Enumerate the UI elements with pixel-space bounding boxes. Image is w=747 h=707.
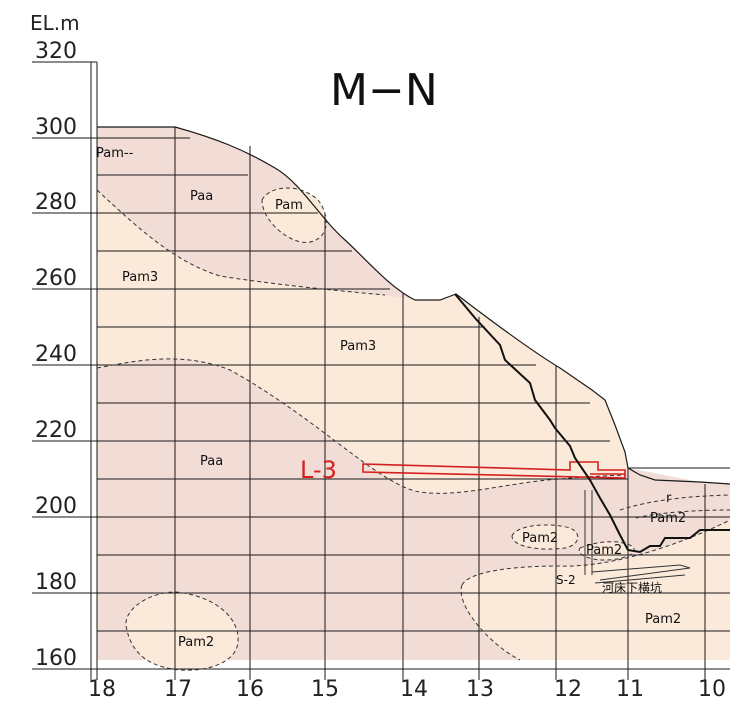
ground-surface-line xyxy=(97,126,731,485)
station-label-12: 12 xyxy=(554,677,582,702)
elev-label-200: 200 xyxy=(35,494,77,519)
station-label-14: 14 xyxy=(400,677,428,702)
layer-label-paa-lower: Paa xyxy=(200,454,223,469)
lower-adit xyxy=(584,490,691,584)
layer-label-pam2-right: Pam2 xyxy=(650,511,686,526)
station-label-10: 10 xyxy=(698,677,726,702)
elev-label-320: 320 xyxy=(35,39,77,64)
layer-label-pam-top: Pam-- xyxy=(96,146,134,161)
station-label-11: 11 xyxy=(616,677,644,702)
river-adit-label: 河床下横坑 xyxy=(602,580,662,595)
layer-label-r: r xyxy=(666,491,672,506)
geologic-boundaries xyxy=(96,187,731,671)
elev-label-260: 260 xyxy=(35,266,77,291)
section-title: M−N xyxy=(330,65,438,116)
layer-label-pam2-mid: Pam2 xyxy=(522,531,558,546)
elev-label-180: 180 xyxy=(35,570,77,595)
layer-label-pam2-low-left: Pam2 xyxy=(178,635,214,650)
elev-label-300: 300 xyxy=(35,115,77,140)
borehole-label-s2: S-2 xyxy=(556,573,576,587)
station-label-13: 13 xyxy=(466,677,494,702)
layer-label-pam2-toe: Pam2 xyxy=(586,543,622,558)
layer-label-pam3-center: Pam3 xyxy=(340,339,376,354)
pam2-mid-fill xyxy=(512,524,578,550)
elev-label-220: 220 xyxy=(35,418,77,443)
adit-label-l3: L-3 xyxy=(300,456,337,484)
layer-label-paa-top: Paa xyxy=(190,189,213,204)
layer-label-pam2-bottom-right: Pam2 xyxy=(645,612,681,627)
layer-label-pam-lens: Pam xyxy=(275,198,303,213)
elev-label-160: 160 xyxy=(35,646,77,671)
station-label-16: 16 xyxy=(236,677,264,702)
elev-label-280: 280 xyxy=(35,190,77,215)
elev-label-240: 240 xyxy=(35,342,77,367)
station-label-17: 17 xyxy=(164,677,192,702)
l3-adit xyxy=(362,461,626,479)
station-label-18: 18 xyxy=(88,677,116,702)
station-label-15: 15 xyxy=(311,677,339,702)
pam3-band-fill xyxy=(97,190,628,494)
elevation-ticks xyxy=(32,61,97,670)
borehole-line xyxy=(454,293,730,554)
elevation-unit: EL.m xyxy=(30,11,80,35)
layer-label-pam3-left: Pam3 xyxy=(122,270,158,285)
